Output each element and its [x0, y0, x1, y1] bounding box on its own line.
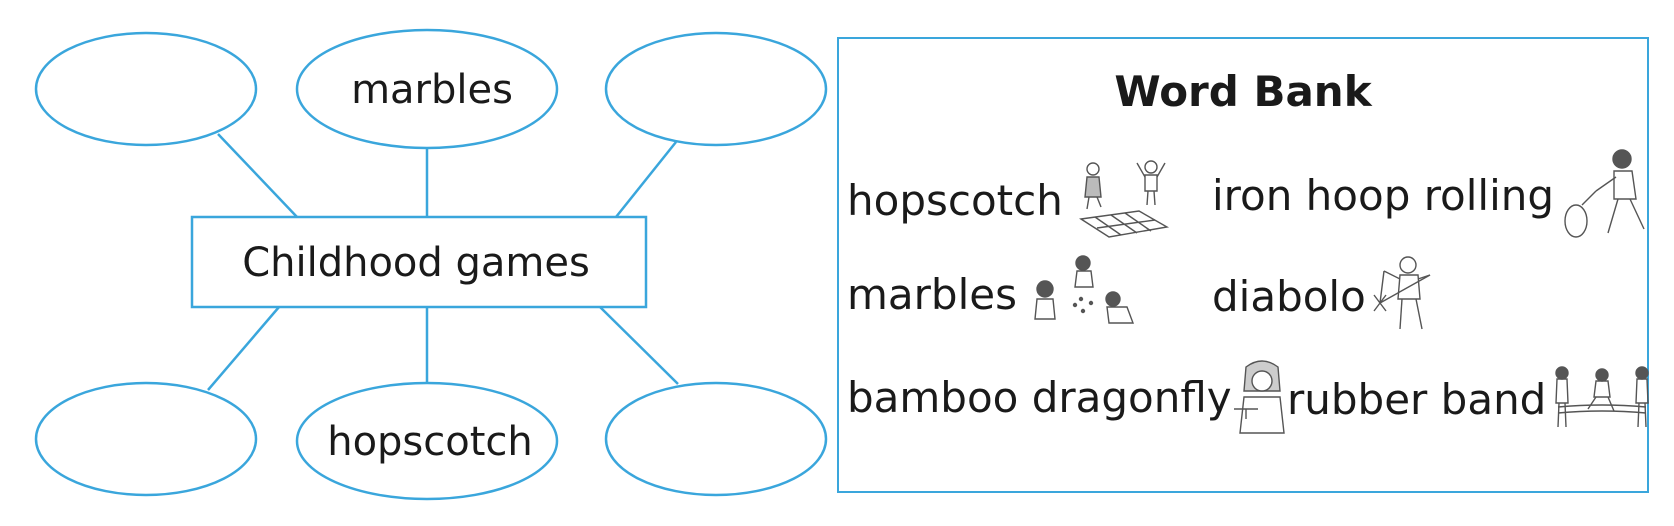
girl-with-bamboo-dragonfly-icon: [1232, 357, 1290, 437]
word-label: bamboo dragonfly: [847, 373, 1232, 422]
connector-line: [600, 307, 678, 384]
word-bank-item-marbles: marbles: [847, 253, 1147, 335]
kids-playing-marbles-icon: [1023, 253, 1147, 335]
oval-blank[interactable]: [36, 383, 256, 495]
word-label: hopscotch: [847, 176, 1063, 225]
connector-line: [208, 307, 279, 390]
word-label: diabolo: [1212, 272, 1366, 321]
word-bank-item-hopscotch: hopscotch: [847, 157, 1179, 243]
word-bank: Word Bank hopscotch iron hoop rolling: [837, 37, 1649, 493]
oval-label: hopscotch: [327, 419, 533, 465]
word-bank-item-bamboo-dragonfly: bamboo dragonfly: [847, 357, 1290, 437]
boy-playing-diabolo-icon: [1372, 253, 1442, 339]
word-label: rubber band: [1287, 375, 1546, 424]
oval-blank[interactable]: [606, 383, 826, 495]
oval-label: marbles: [351, 67, 513, 113]
word-bank-item-rubber-band: rubber band: [1287, 363, 1652, 435]
word-label: marbles: [847, 270, 1017, 319]
boy-rolling-iron-hoop-icon: [1560, 147, 1656, 243]
oval-blank[interactable]: [36, 33, 256, 145]
word-bank-item-diabolo: diabolo: [1212, 253, 1442, 339]
kids-playing-hopscotch-icon: [1069, 157, 1179, 243]
word-bank-title: Word Bank: [839, 67, 1647, 116]
connector-line: [616, 142, 676, 217]
word-label: iron hoop rolling: [1212, 171, 1554, 220]
oval-blank[interactable]: [606, 33, 826, 145]
mind-map: marbles hopscotch Childhood games: [0, 0, 830, 526]
word-bank-item-iron-hoop-rolling: iron hoop rolling: [1212, 147, 1656, 243]
center-label: Childhood games: [242, 240, 590, 286]
connector-line: [218, 134, 297, 217]
kids-jumping-rubber-band-icon: [1552, 363, 1652, 435]
